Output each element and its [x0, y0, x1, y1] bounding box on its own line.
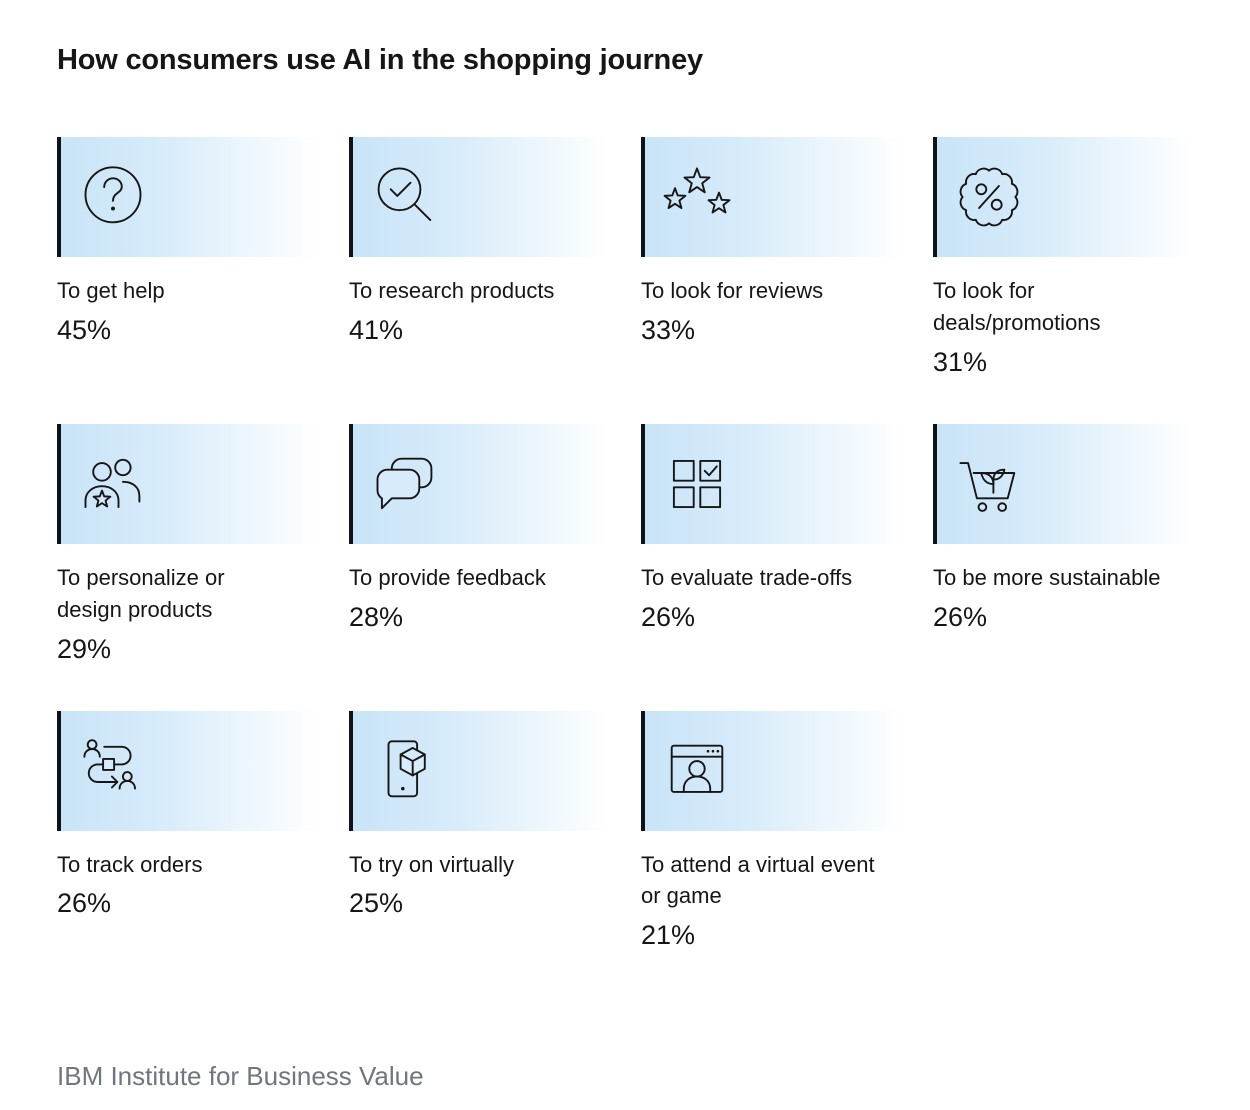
- card-value: 33%: [641, 314, 696, 345]
- icon-tile: [933, 423, 1193, 544]
- user-star-icon: [69, 440, 157, 528]
- card-label: To get help: [57, 278, 165, 303]
- icon-tile: [641, 137, 901, 257]
- card-evaluate-tradeoffs: To evaluate trade-offs 26%: [641, 423, 901, 665]
- card-label: To provide feedback: [349, 564, 546, 590]
- icon-tile: [933, 137, 1193, 257]
- help-icon: [69, 153, 157, 241]
- card-value: 41%: [349, 314, 404, 345]
- virtual-event-icon: [653, 727, 741, 815]
- icon-tile: [641, 710, 901, 831]
- card-label: To track orders: [57, 851, 203, 877]
- source-attribution: IBM Institute for Business Value: [57, 1061, 424, 1092]
- card-track-orders: To track orders 26%: [57, 710, 317, 952]
- icon-tile: [349, 137, 609, 257]
- card-personalize-products: To personalize or design products 29%: [57, 423, 317, 665]
- icon-tile: [349, 710, 609, 831]
- icon-tile: [641, 423, 901, 544]
- card-look-for-reviews: To look for reviews 33%: [641, 137, 901, 378]
- cart-leaf-icon: [945, 440, 1033, 528]
- card-value: 28%: [349, 601, 404, 632]
- discount-badge-icon: [945, 153, 1033, 241]
- card-try-on-virtually: To try on virtually 25%: [349, 710, 609, 952]
- card-value: 25%: [349, 888, 404, 919]
- card-label: To research products: [349, 278, 555, 303]
- card-value: 21%: [641, 920, 696, 951]
- icon-tile: [57, 423, 317, 544]
- card-deals-promotions: To look for deals/promotions 31%: [933, 137, 1193, 378]
- card-label: To evaluate trade-offs: [641, 564, 853, 590]
- card-be-sustainable: To be more sustainable 26%: [933, 423, 1193, 665]
- card-value: 45%: [57, 314, 112, 345]
- stars-icon: [653, 153, 741, 241]
- card-get-help: To get help 45%: [57, 137, 317, 378]
- card-value: 29%: [57, 633, 112, 664]
- card-label: To personalize or design products: [57, 564, 225, 622]
- page-title: How consumers use AI in the shopping jou…: [57, 44, 703, 76]
- card-value: 26%: [641, 601, 696, 632]
- card-virtual-event: To attend a virtual event or game 21%: [641, 710, 901, 952]
- chat-bubbles-icon: [361, 440, 449, 528]
- search-check-icon: [361, 153, 449, 241]
- card-label: To attend a virtual event or game: [641, 851, 875, 909]
- card-research-products: To research products 41%: [349, 137, 609, 378]
- icon-tile: [349, 423, 609, 544]
- card-value: 26%: [57, 888, 112, 919]
- phone-cube-icon: [361, 727, 449, 815]
- checklist-grid-icon: [653, 440, 741, 528]
- card-label: To be more sustainable: [933, 564, 1161, 590]
- card-label: To look for deals/promotions: [933, 278, 1101, 335]
- card-value: 31%: [933, 346, 988, 377]
- card-label: To try on virtually: [349, 851, 515, 877]
- card-provide-feedback: To provide feedback 28%: [349, 423, 609, 665]
- order-route-icon: [69, 727, 157, 815]
- card-value: 26%: [933, 601, 988, 632]
- card-label: To look for reviews: [641, 278, 824, 303]
- cards-grid: To get help 45% To research products 41%: [57, 137, 1193, 951]
- icon-tile: [57, 137, 317, 257]
- icon-tile: [57, 710, 317, 831]
